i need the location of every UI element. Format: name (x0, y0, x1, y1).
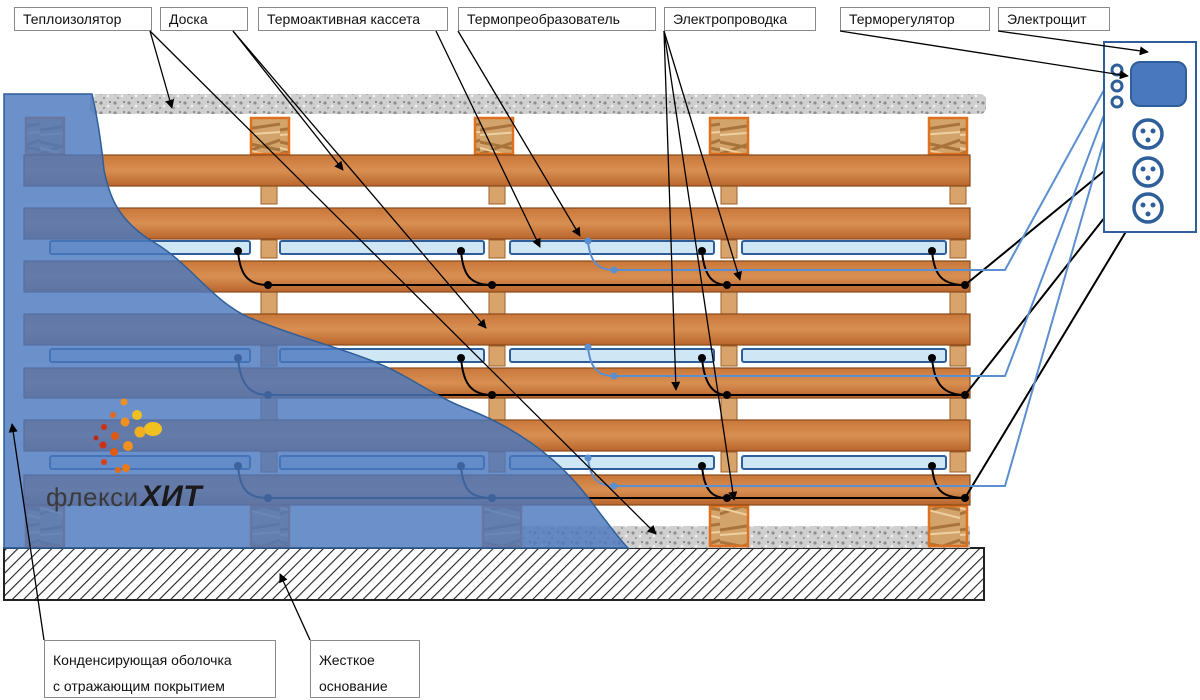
thermostat-terminals (1110, 63, 1124, 109)
board-1 (23, 154, 971, 187)
logo-brand: ХИТ (140, 480, 203, 513)
logo-mark (93, 398, 162, 473)
label-cassette: Термоактивная кассета (258, 7, 448, 31)
label-condensing-shell: Конденсирующая оболочка с отражающим пок… (44, 640, 276, 698)
label-rigid-base-line2: основание (319, 678, 388, 694)
label-insulator: Теплоизолятор (14, 7, 152, 31)
label-panel: Электрощит (998, 7, 1110, 31)
thermostat-unit (1130, 61, 1187, 107)
board-2 (23, 207, 971, 240)
leader-arrows (8, 30, 1149, 641)
logo-prefix: флекси (46, 482, 139, 512)
label-condensing-shell-line2: с отражающим покрытием (53, 678, 225, 694)
label-board: Доска (160, 7, 248, 31)
condensing-shell (3, 93, 630, 549)
sensor-nodes (584, 237, 618, 490)
label-rigid-base-line1: Жесткое (319, 652, 375, 668)
joist-blocks-top (24, 116, 969, 156)
logo-wordmark: флексиХИТ (46, 480, 202, 514)
socket-outlets (1132, 118, 1164, 224)
insulator-top (90, 94, 986, 114)
label-sensor: Термопреобразователь (458, 7, 656, 31)
rigid-base (3, 547, 985, 601)
label-wiring: Электропроводка (664, 7, 816, 31)
label-thermostat: Терморегулятор (840, 7, 990, 31)
label-condensing-shell-line1: Конденсирующая оболочка (53, 652, 232, 668)
label-rigid-base: Жесткое основание (310, 640, 420, 698)
